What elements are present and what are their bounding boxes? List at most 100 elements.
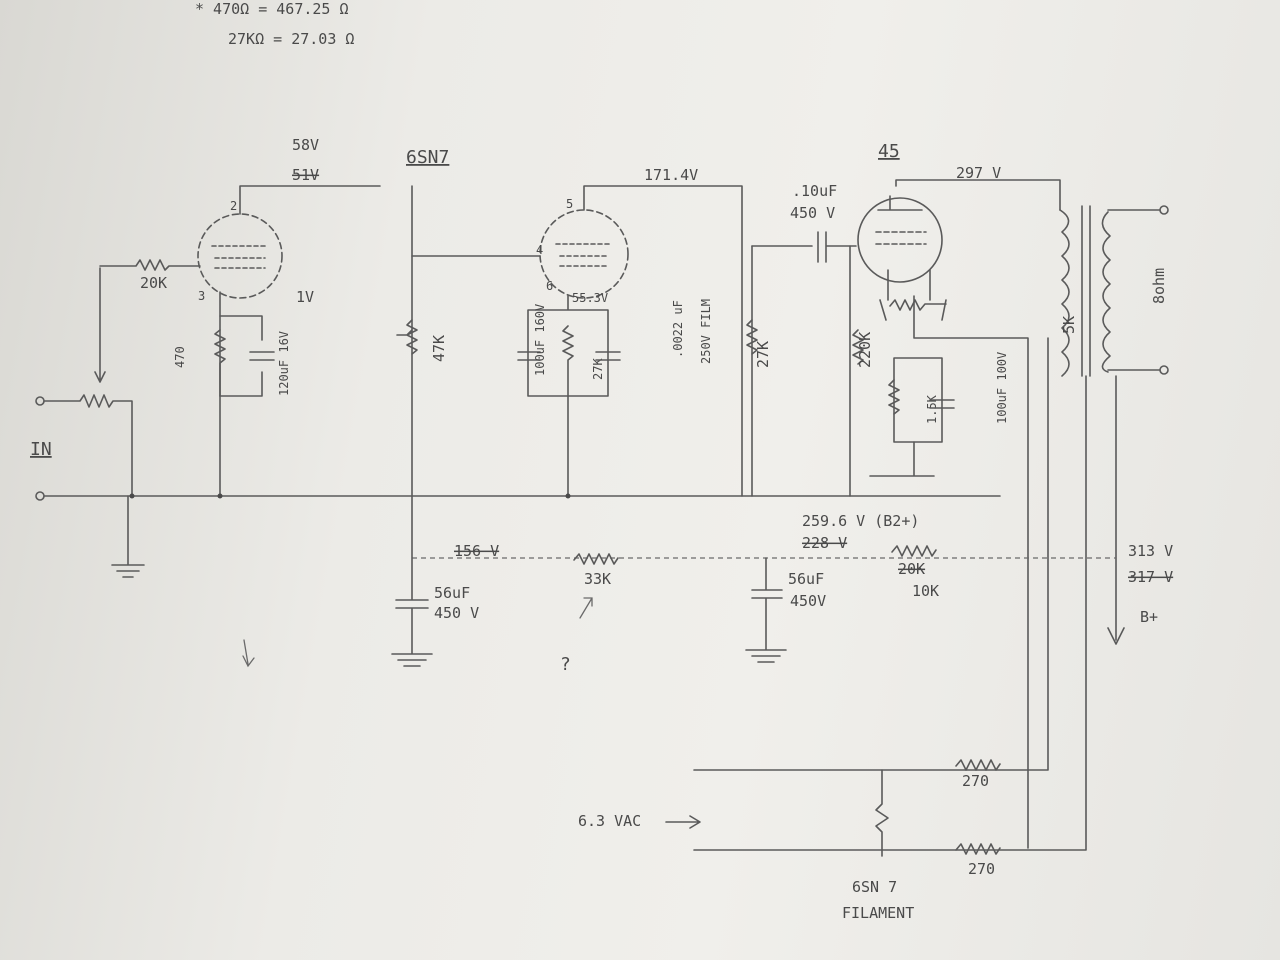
tube2-cathode-frame [527,295,609,497]
bias-rc-frame [893,357,943,443]
stage1-plate-voltage-old: 51V [292,166,319,184]
filament-wire-top [693,337,1049,771]
tube45-filament-leads [879,269,947,321]
bias-cap-label: 100uF 100V [995,352,1009,424]
filament-resistor-a-label: 270 [962,772,989,790]
filter-cap-1 [391,495,433,667]
supply-voltage-old: 317 V [1128,568,1173,586]
grid-resistor-label: 20K [140,274,167,292]
tube2-pin6: 6 [546,279,553,293]
tube2-pin4: 4 [536,243,543,257]
tube-6sn7-stage2 [539,209,629,299]
stage2-plate-voltage: 171.4V [644,166,698,184]
pot-wiper [94,267,106,383]
dropping-resistor-2-label: 20K [898,560,925,578]
speaker-terminal-2 [1159,365,1169,375]
tube45-grid [875,231,927,245]
transformer-core [1081,205,1091,377]
filter-cap-1-value: 56uF [434,584,470,602]
stage2-film-cap-rating: 250V FILM [699,299,713,364]
tube-45-output [857,197,943,283]
filament-6sn7 [875,769,889,857]
plate-resistor-27k-label: 27K [754,341,772,368]
input-label: IN [30,439,52,460]
filament-supply-label: 6.3 VAC [578,812,641,830]
cathode-resistor-label: 470 [173,346,187,368]
grid-resistor-220k [852,329,864,365]
rail-voltage-2-old: 228 V [802,534,847,552]
stage2-film-cap [595,351,621,361]
transformer-secondary [1101,211,1111,373]
rail-voltage-2: 259.6 V (B2+) [802,512,919,530]
stage2-cathode-resistor [562,325,574,397]
stage2-film-cap-label: .0022 uF [671,300,685,358]
supply-voltage: 313 V [1128,542,1173,560]
speaker-terminal-1 [1159,205,1169,215]
tube2-elements [555,243,613,267]
filter-cap-2 [745,557,787,663]
cathode-bypass-cap [249,351,275,361]
bias-resistor-label: 1.5K [925,394,939,424]
note-line-2: 27KΩ = 27.03 Ω [228,30,354,48]
dropping-resistor-label: 33K [584,570,611,588]
small-arrow [242,639,255,668]
cathode-rc-frame [219,315,263,397]
load-resistor-label: 47K [430,335,448,362]
input-terminal-top [35,396,45,406]
tube1-cathode-voltage: 1V [296,288,314,306]
bias-return [869,441,935,477]
filter-cap-1-rating: 450 V [434,604,479,622]
tube1-pin3: 3 [198,289,205,303]
cathode-resistor-470 [214,329,226,397]
junction-dot [129,493,135,499]
dropping-resistor-20k [891,545,937,557]
coupling-cap-rating: 450 V [790,204,835,222]
stage2-bypass-cap-100uf [517,351,541,361]
vac-arrow [665,815,701,829]
filament-resistor-270-a [955,759,1001,771]
bias-cap [929,399,955,409]
junction-dot [565,493,571,499]
transformer-primary [1059,209,1070,377]
filter-cap-2-rating: 450V [790,592,826,610]
tube45-plate [877,195,923,211]
dropping-resistor-2-new: 10K [912,582,939,600]
primary-impedance: 5K [1060,316,1078,334]
rail-voltage-1: 156 V [454,542,499,560]
transformer-out-leads [1107,209,1161,371]
stage2-cathode-voltage: 55.3V [572,291,608,305]
b-plus-label: B+ [1140,608,1158,626]
stage2-bypass-cap-label: 100uF 160V [533,304,547,376]
dropping-resistor-33k [573,553,619,565]
tube2-pin5: 5 [566,197,573,211]
tube-label-45: 45 [878,141,900,162]
input-ground-symbol [111,495,145,578]
b-plus-arrow [1107,375,1125,645]
secondary-impedance: 8ohm [1150,268,1168,304]
filament-label: FILAMENT [842,904,914,922]
load-resistor-47k [396,319,418,355]
filament-hum-pot [889,299,947,311]
tube1-pin2: 2 [230,199,237,213]
junction-dot [217,493,223,499]
grid-resistor-220k-label: 220K [856,332,874,368]
filament-wire-bottom [693,375,1087,851]
filament-resistor-270-b [955,843,1001,855]
cathode-cap-label: 120uF 16V [277,331,291,396]
tube2-plate-wire [583,185,743,497]
tube-label-6sn7: 6SN7 [406,147,449,168]
question-arrow [579,597,593,619]
output-plate-voltage: 297 V [956,164,1001,182]
stage2-cathode-resistor-label: 27K [591,358,605,380]
bias-wire [913,295,1029,849]
coupling-cap-value: .10uF [792,182,837,200]
filter-cap-2-value: 56uF [788,570,824,588]
question-mark: ? [560,654,571,675]
tube-6sn7-stage1 [197,213,283,299]
tube45-plate-wire [895,179,1061,211]
note-line-1: * 470Ω = 467.25 Ω [195,0,349,18]
bias-resistor-1k5 [888,379,900,415]
tube1-elements [211,245,269,269]
